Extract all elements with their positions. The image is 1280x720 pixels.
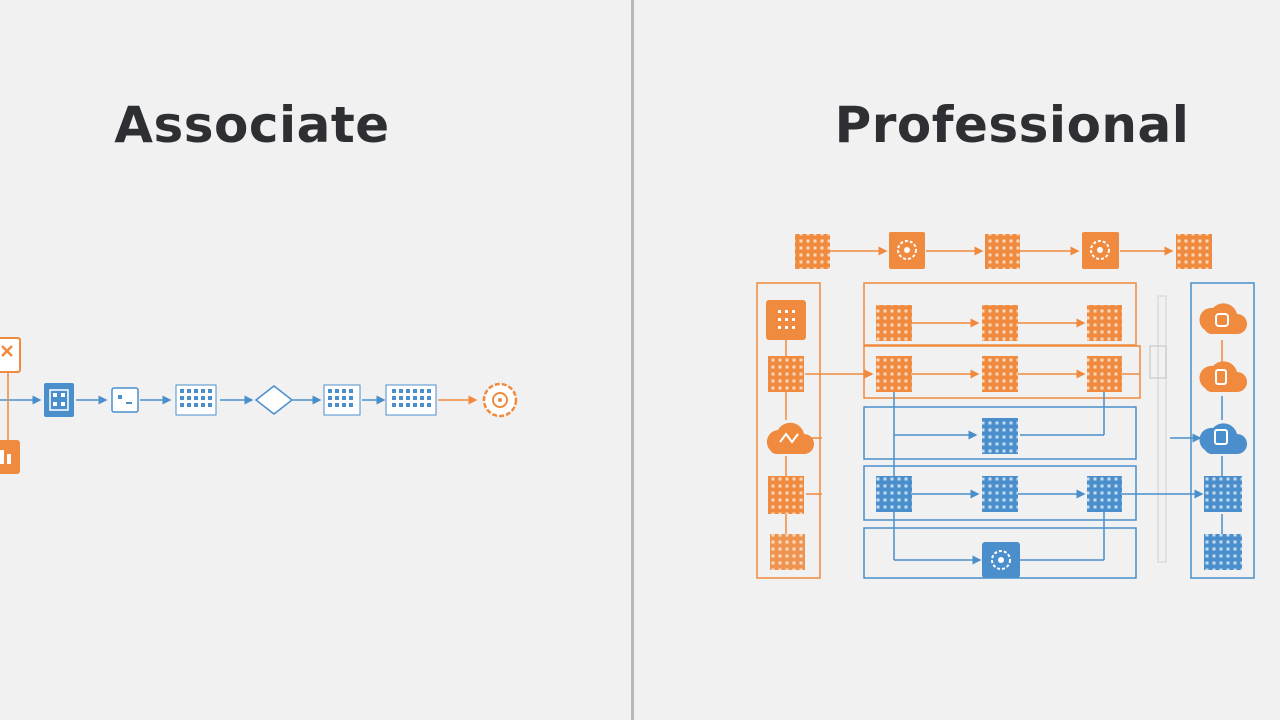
gear-icon: [1082, 232, 1119, 269]
server-grid-icon: [1204, 476, 1242, 512]
chip-icon: [766, 300, 806, 340]
server-grid-icon: [385, 384, 437, 416]
server-grid-icon: [982, 418, 1018, 454]
gear-icon: [482, 382, 518, 418]
professional-title: Professional: [834, 96, 1190, 154]
cloud-icon: [1199, 303, 1247, 335]
server-grid-icon: [795, 234, 830, 269]
server-grid-icon: [768, 476, 804, 514]
professional-panel: Professional: [636, 0, 1280, 720]
server-grid-icon: [985, 234, 1020, 269]
chip-icon: [0, 337, 21, 373]
server-grid-icon: [982, 305, 1018, 341]
gear-icon: [889, 232, 925, 269]
gear-icon: [982, 542, 1020, 578]
server-grid-icon: [876, 356, 912, 392]
server-grid-icon: [175, 384, 217, 416]
chip-icon: [111, 387, 139, 413]
server-grid-icon: [982, 476, 1018, 512]
cloud-icon: [1199, 423, 1247, 455]
associate-panel: Associate: [0, 0, 632, 720]
server-grid-icon: [876, 305, 912, 341]
server-grid-icon: [1087, 476, 1122, 512]
server-grid-icon: [1176, 234, 1212, 269]
server-grid-icon: [1204, 534, 1242, 570]
server-grid-icon: [982, 356, 1018, 392]
router-icon: [254, 385, 294, 415]
cloud-icon: [766, 422, 814, 455]
professional-flow-lines: [785, 246, 1223, 565]
server-grid-icon: [1087, 356, 1122, 392]
panel-divider: [631, 0, 634, 720]
cloud-icon: [1199, 361, 1247, 393]
server-grid-icon: [1087, 305, 1122, 341]
server-grid-icon: [323, 384, 361, 416]
associate-flow-lines: [0, 372, 478, 440]
server-grid-icon: [0, 440, 20, 474]
associate-diagram: [0, 337, 518, 474]
server-grid-icon: [768, 356, 804, 392]
server-grid-icon: [876, 476, 912, 512]
server-grid-icon: [44, 383, 74, 417]
professional-diagram: [756, 232, 1255, 579]
server-grid-icon: [770, 534, 805, 570]
associate-title: Associate: [114, 96, 390, 154]
